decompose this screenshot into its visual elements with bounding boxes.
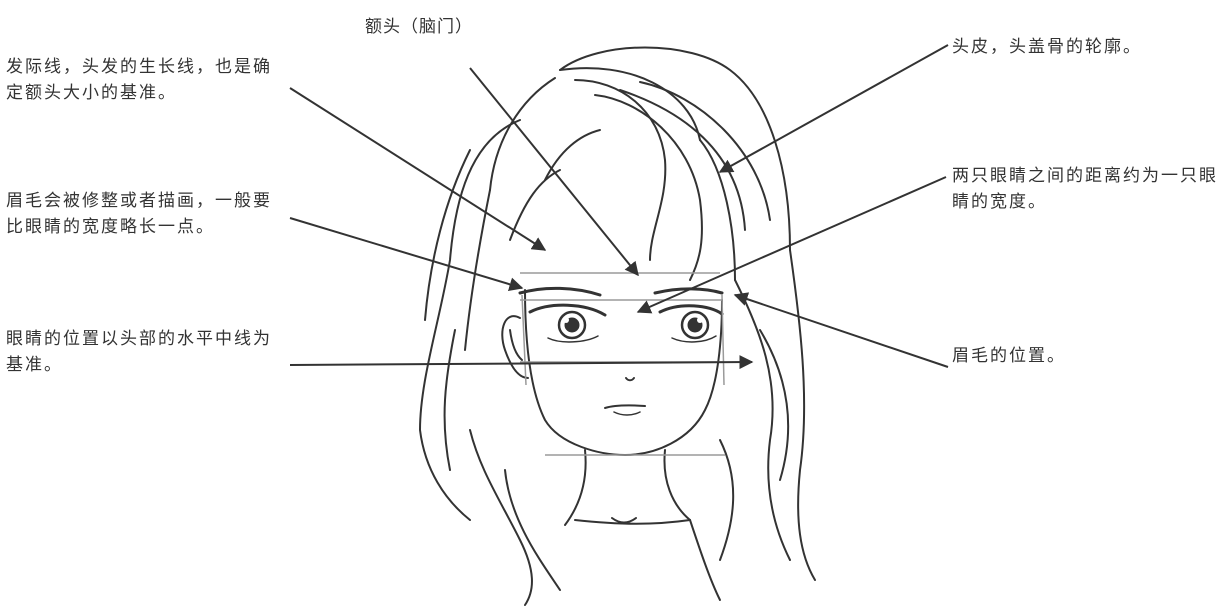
arrow-eyebrow-trim <box>289 217 524 292</box>
arrow-forehead <box>469 67 639 277</box>
label-forehead: 额头（脑门） <box>365 17 473 37</box>
facial-features <box>518 286 724 416</box>
label-eyebrow-position: 眉毛的位置。 <box>952 346 1066 366</box>
label-eye-distance: 两只眼睛之间的距离约为一只眼睛的宽度。 <box>952 166 1218 212</box>
arrow-hairline <box>289 87 547 251</box>
arrow-eyebrow-position <box>733 292 949 368</box>
label-eye-position: 眼睛的位置以头部的水平中线为基准。 <box>6 329 272 375</box>
label-eyebrow-trim: 眉毛会被修整或者描画，一般要比眼睛的宽度略长一点。 <box>6 191 272 237</box>
arrow-eye-distance <box>636 176 947 314</box>
hair <box>419 46 816 606</box>
label-hairline: 发际线，头发的生长线，也是确定额头大小的基准。 <box>6 57 272 103</box>
annotation-arrows <box>289 44 949 370</box>
arrow-scalp <box>718 44 949 173</box>
arrow-eye-position <box>289 355 754 370</box>
label-scalp: 头皮，头盖骨的轮廓。 <box>952 37 1142 57</box>
